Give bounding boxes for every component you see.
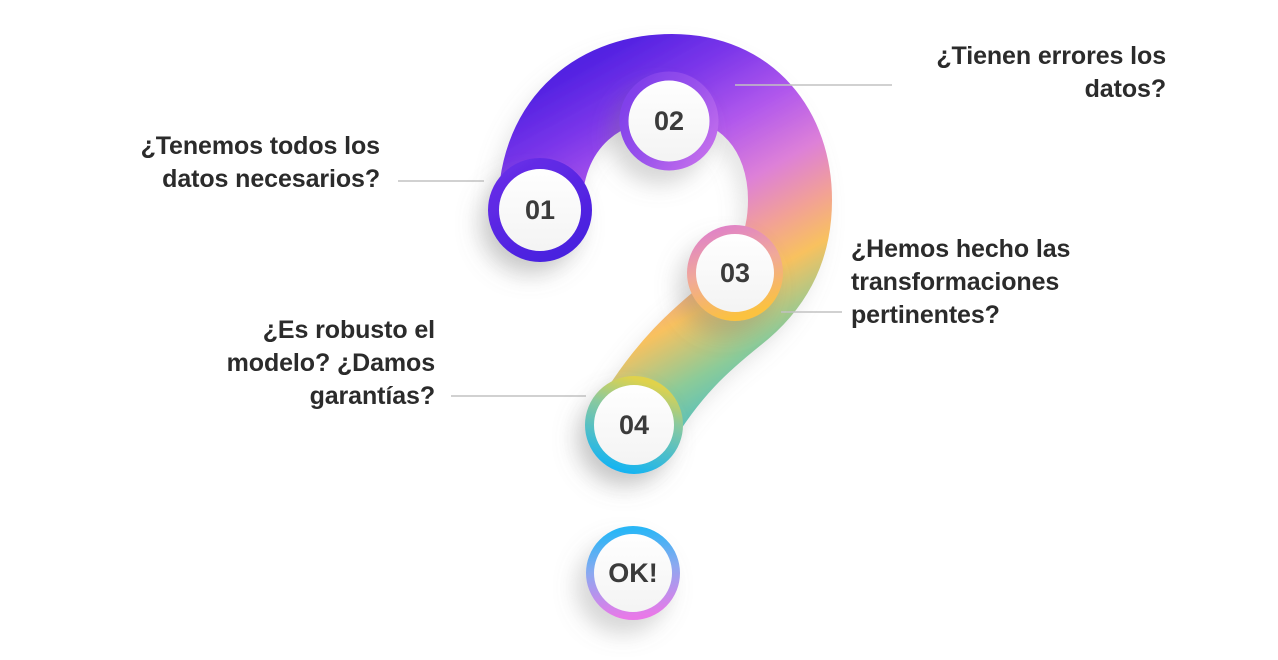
step-badge-01-number: 01 xyxy=(525,195,555,225)
step-badge-02-ring xyxy=(619,71,719,171)
final-badge-ok-ring xyxy=(586,526,680,620)
final-badge-ok-label: OK! xyxy=(608,558,658,588)
connector-lines xyxy=(398,84,892,397)
step-label-03: ¿Hemos hecho las transformaciones pertin… xyxy=(851,235,1071,329)
step-badge-02-number: 02 xyxy=(654,106,684,136)
step-badge-02[interactable]: 02 xyxy=(619,71,719,171)
question-mark-ribbon xyxy=(498,34,832,467)
step-badge-03[interactable]: 03 xyxy=(687,225,783,321)
step-label-02: ¿Tienen errores los datos? xyxy=(936,42,1166,103)
step-badge-04-number: 04 xyxy=(619,410,649,440)
step-label-01: ¿Tenemos todos los datos necesarios? xyxy=(140,132,381,193)
final-badge-ok[interactable]: OK! xyxy=(586,526,680,620)
step-badge-01-ring xyxy=(488,158,592,262)
step-badge-04-ring xyxy=(585,376,683,474)
step-badge-01[interactable]: 01 xyxy=(488,158,592,262)
step-badge-03-ring xyxy=(687,225,783,321)
step-badge-04[interactable]: 04 xyxy=(585,376,683,474)
step-label-04: ¿Es robusto el modelo? ¿Damos garantías? xyxy=(226,316,435,410)
step-badge-03-number: 03 xyxy=(720,258,750,288)
